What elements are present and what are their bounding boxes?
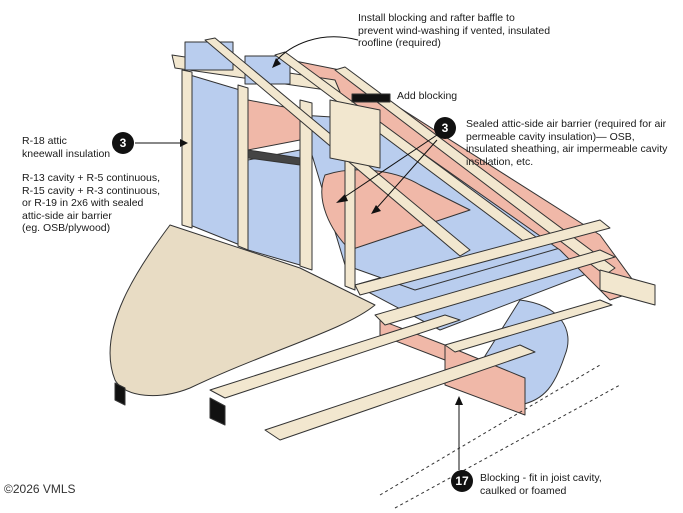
end-beam <box>599 269 656 306</box>
floor-joist <box>209 314 461 399</box>
kneewall-stud <box>237 84 249 251</box>
arrowhead <box>272 58 281 68</box>
label-air-barrier: Sealed attic-side air barrier (required … <box>466 118 668 168</box>
badge-joist-blocking: 17 <box>451 470 473 492</box>
label-kneewall-options: R-13 cavity + R-5 continuous, R-15 cavit… <box>22 172 161 234</box>
leader-top-blocking <box>274 36 359 63</box>
floor-joist <box>209 397 226 426</box>
floor-joist <box>354 219 611 296</box>
arrowhead <box>336 194 348 203</box>
leader-air-barrier <box>374 139 438 211</box>
ridge-blocking <box>329 99 381 169</box>
label-top-blocking: Install blocking and rafter baffle to pr… <box>358 12 551 49</box>
copyright-text: ©2026 VMLS <box>4 482 76 496</box>
badge-kneewall: 3 <box>112 132 134 154</box>
dashed-guide <box>394 384 621 509</box>
arrowhead <box>455 396 463 405</box>
kneewall-stud <box>181 69 193 229</box>
add-blocking-marker <box>351 93 391 103</box>
leader-air-barrier <box>339 134 438 201</box>
floor-joist <box>264 344 536 441</box>
label-joist-blocking: Blocking - fit in joist cavity, caulked … <box>480 472 602 497</box>
sloped-air-barrier <box>321 169 471 251</box>
floor-joist <box>444 299 613 353</box>
floor-joist <box>374 249 616 326</box>
label-kneewall-title: R-18 attic kneewall insulation <box>22 135 111 160</box>
label-add-blocking: Add blocking <box>397 90 458 102</box>
kneewall-insulation-left <box>189 74 241 246</box>
rafter <box>334 66 616 276</box>
kneewall-stud <box>299 99 313 271</box>
kneewall-insulation-right <box>247 149 301 266</box>
arrowhead <box>371 205 381 214</box>
floor-joist <box>114 382 126 406</box>
arrowhead <box>180 139 188 147</box>
dashed-guide <box>379 364 601 496</box>
attic-floor-deck <box>109 224 376 397</box>
badge-air-barrier: 3 <box>434 117 456 139</box>
